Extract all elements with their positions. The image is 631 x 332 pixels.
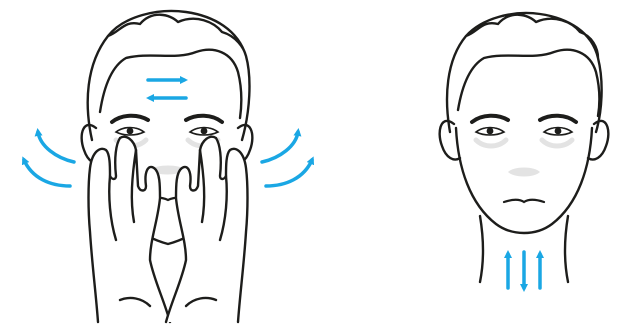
right-hairline	[458, 50, 599, 116]
curved-arrow-lower-right-icon	[266, 160, 312, 186]
left-cheek-arrows	[24, 132, 74, 186]
right-face-outline	[456, 128, 592, 233]
neck-arrows	[508, 252, 540, 288]
neck-outline-left	[480, 216, 483, 282]
right-pupil-l	[487, 128, 494, 135]
neck-massage-figure	[440, 13, 609, 282]
neck-outline-right	[565, 216, 568, 282]
curved-arrow-upper-right-icon	[262, 132, 298, 162]
right-mouth	[504, 200, 544, 202]
right-hand	[166, 137, 248, 322]
right-pupil-r	[555, 128, 562, 135]
left-hairline	[100, 50, 241, 118]
right-undereye-shade-r	[542, 140, 572, 146]
right-nose-shade	[508, 168, 540, 177]
curved-arrow-lower-left-icon	[24, 160, 70, 186]
curved-arrow-upper-left-icon	[38, 132, 74, 162]
right-undereye-shade-l	[476, 140, 506, 146]
left-pupil-r	[201, 128, 208, 135]
left-hand	[89, 137, 171, 322]
forehead-arrows	[148, 80, 186, 98]
left-brow-r	[186, 116, 222, 122]
right-face-features	[472, 116, 576, 202]
left-brow-l	[112, 116, 148, 122]
right-cheek-arrows	[262, 132, 312, 186]
right-brow-r	[540, 116, 576, 122]
left-pupil-l	[127, 128, 134, 135]
right-brow-l	[472, 116, 508, 122]
